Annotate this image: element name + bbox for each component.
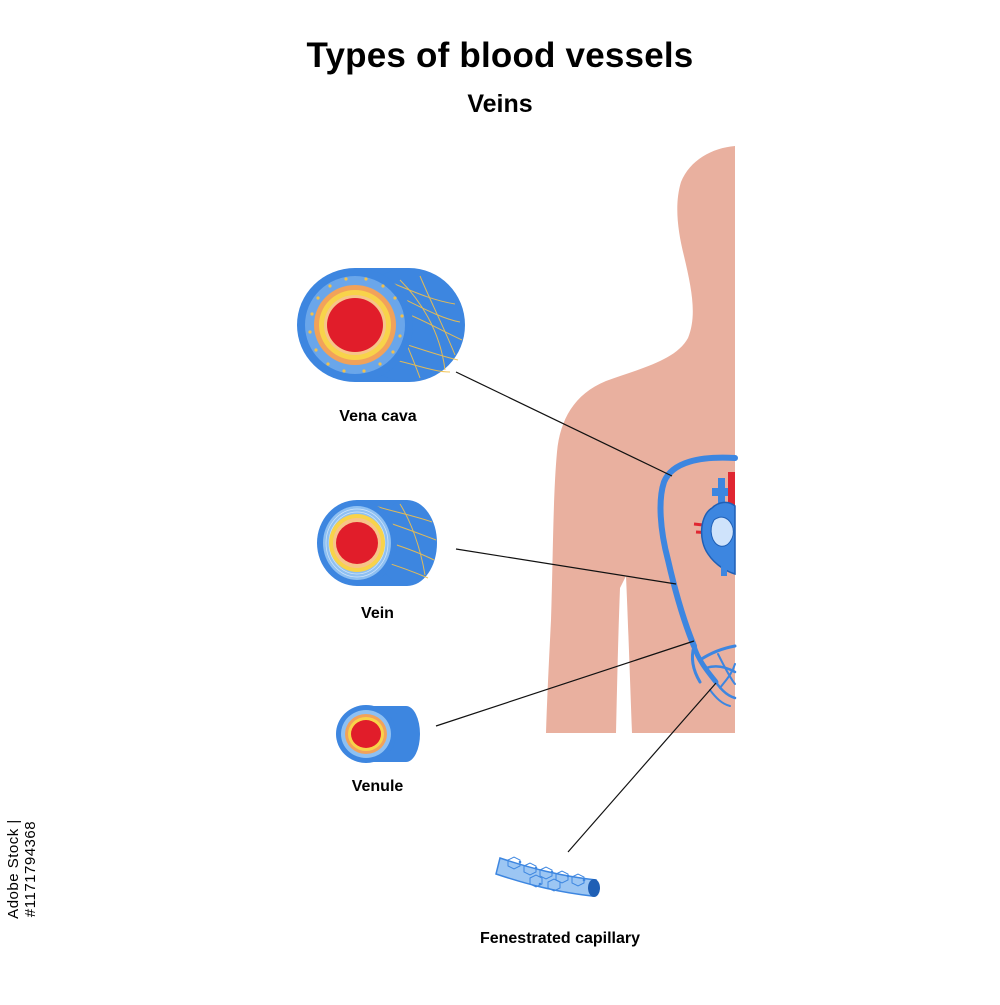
- vena-cava-cross-section: [297, 268, 465, 382]
- vein-network: [657, 454, 738, 707]
- diagram-subtitle: Veins: [467, 90, 533, 118]
- leader-lines: [435, 371, 717, 853]
- label-venule: Venule: [351, 778, 404, 795]
- fenestrated-capillary-illustration: [495, 856, 600, 897]
- heart: [693, 472, 736, 576]
- diagram-title: Types of blood vessels: [306, 36, 694, 75]
- body-silhouette: [546, 146, 735, 733]
- label-vein: Vein: [361, 605, 394, 622]
- vein-cross-section: [317, 500, 437, 586]
- stock-id-watermark: Adobe Stock | #1171794368: [5, 819, 39, 919]
- label-vena-cava: Vena cava: [339, 408, 417, 425]
- label-fenestrated-capillary: Fenestrated capillary: [479, 930, 641, 947]
- venule-cross-section: [336, 705, 420, 763]
